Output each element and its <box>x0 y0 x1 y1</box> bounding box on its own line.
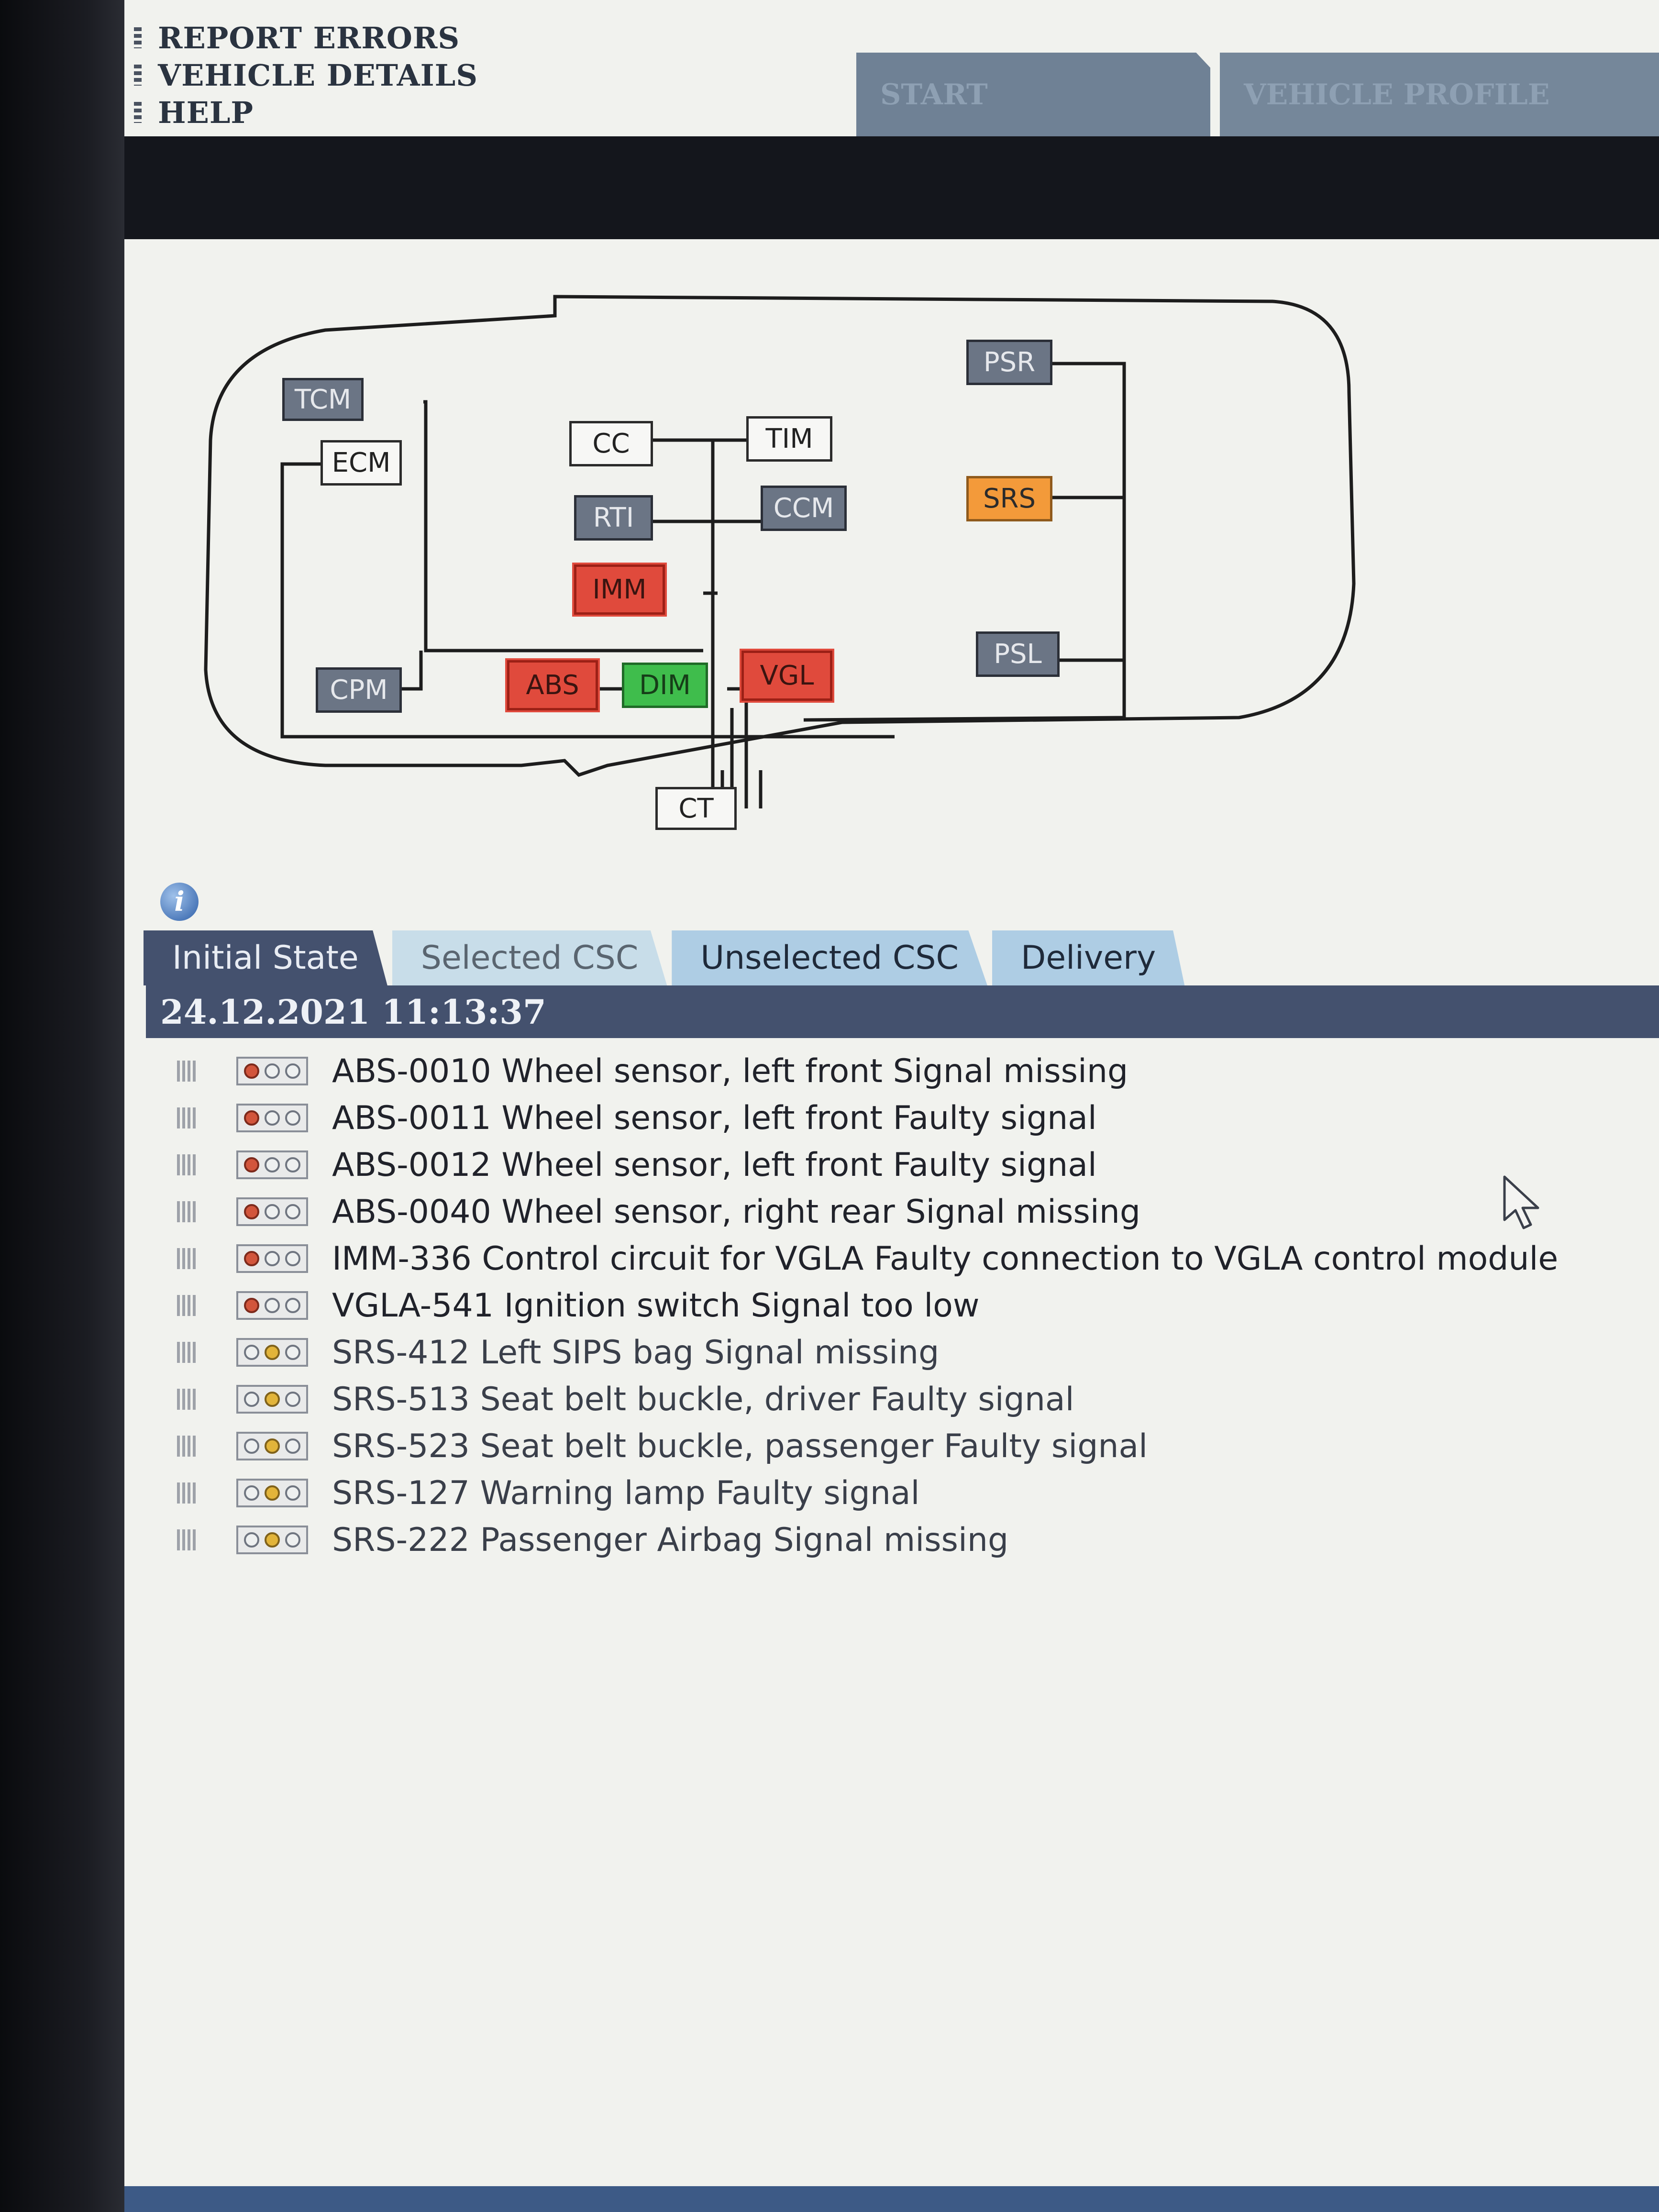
module-vgl[interactable]: VGL <box>740 649 834 703</box>
module-imm[interactable]: IMM <box>572 563 667 617</box>
header-bar <box>124 136 1659 239</box>
drag-handle-icon[interactable] <box>177 1482 198 1504</box>
drag-handle-icon[interactable] <box>177 1295 198 1316</box>
fault-text: SRS-222 Passenger Airbag Signal missing <box>332 1521 1009 1559</box>
fault-text: VGLA-541 Ignition switch Signal too low <box>332 1286 980 1325</box>
fault-row[interactable]: ABS-0011 Wheel sensor, left front Faulty… <box>177 1095 1659 1141</box>
fault-text: ABS-0012 Wheel sensor, left front Faulty… <box>332 1146 1097 1184</box>
menu-item-label: REPORT ERRORS <box>158 20 460 55</box>
fault-list: ABS-0010 Wheel sensor, left front Signal… <box>177 1048 1659 1563</box>
top-menu: REPORT ERRORS VEHICLE DETAILS HELP <box>134 19 478 131</box>
bullet-icon <box>134 102 142 123</box>
status-lamp-icon <box>236 1479 308 1507</box>
monitor-bezel <box>0 0 124 2212</box>
fault-text: SRS-513 Seat belt buckle, driver Faulty … <box>332 1380 1074 1418</box>
left-bus <box>423 400 703 653</box>
ecm-bus <box>280 462 895 739</box>
module-abs[interactable]: ABS <box>505 658 600 712</box>
module-psl[interactable]: PSL <box>976 631 1060 677</box>
status-lamp-icon <box>236 1338 308 1367</box>
tab-start[interactable]: START <box>856 53 1210 136</box>
module-ccm[interactable]: CCM <box>761 486 847 531</box>
module-tcm[interactable]: TCM <box>282 378 364 421</box>
vida-screen: REPORT ERRORS VEHICLE DETAILS HELP START… <box>124 0 1659 2212</box>
mouse-cursor-icon <box>1503 1175 1539 1229</box>
drag-handle-icon[interactable] <box>177 1342 198 1363</box>
module-ecm[interactable]: ECM <box>321 440 402 486</box>
module-cpm[interactable]: CPM <box>316 667 402 713</box>
fault-row[interactable]: SRS-127 Warning lamp Faulty signal <box>177 1470 1659 1516</box>
menu-report-errors[interactable]: REPORT ERRORS <box>134 19 478 56</box>
fault-text: ABS-0040 Wheel sensor, right rear Signal… <box>332 1193 1141 1231</box>
status-lamp-icon <box>236 1057 308 1085</box>
fault-row[interactable]: SRS-513 Seat belt buckle, driver Faulty … <box>177 1376 1659 1423</box>
menu-item-label: VEHICLE DETAILS <box>158 57 478 93</box>
tab-initial-state[interactable]: Initial State <box>144 930 387 985</box>
tab-vehicle-profile[interactable]: VEHICLE PROFILE <box>1220 53 1659 136</box>
fault-row[interactable]: VGLA-541 Ignition switch Signal too low <box>177 1282 1659 1329</box>
status-lamp-icon <box>236 1385 308 1414</box>
drag-handle-icon[interactable] <box>177 1107 198 1128</box>
fault-text: ABS-0010 Wheel sensor, left front Signal… <box>332 1052 1128 1090</box>
drag-handle-icon[interactable] <box>177 1529 198 1550</box>
drag-handle-icon[interactable] <box>177 1389 198 1410</box>
tab-delivery[interactable]: Delivery <box>992 930 1185 985</box>
network-diagram: TCM ECM CC TIM RTI CCM IMM PSR SRS PSL C… <box>124 239 1659 837</box>
status-lamp-icon <box>236 1291 308 1320</box>
drag-handle-icon[interactable] <box>177 1201 198 1222</box>
bottom-strip <box>124 2186 1659 2212</box>
status-lamp-icon <box>236 1104 308 1132</box>
module-cc[interactable]: CC <box>569 421 653 466</box>
menu-help[interactable]: HELP <box>134 94 478 131</box>
drag-handle-icon[interactable] <box>177 1061 198 1082</box>
fault-row[interactable]: SRS-412 Left SIPS bag Signal missing <box>177 1329 1659 1376</box>
info-icon[interactable]: i <box>160 883 199 921</box>
network-wiring <box>204 295 1356 808</box>
drag-handle-icon[interactable] <box>177 1248 198 1269</box>
fault-row[interactable]: SRS-222 Passenger Airbag Signal missing <box>177 1516 1659 1563</box>
fault-text: SRS-523 Seat belt buckle, passenger Faul… <box>332 1427 1148 1465</box>
drag-handle-icon[interactable] <box>177 1154 198 1175</box>
fault-row[interactable]: IMM-336 Control circuit for VGLA Faulty … <box>177 1235 1659 1282</box>
bullet-icon <box>134 27 142 48</box>
fault-row[interactable]: ABS-0012 Wheel sensor, left front Faulty… <box>177 1141 1659 1188</box>
status-lamp-icon <box>236 1150 308 1179</box>
central-bus <box>708 438 715 770</box>
module-tim[interactable]: TIM <box>746 416 832 462</box>
car-outline <box>204 295 1356 777</box>
bullet-icon <box>134 65 142 86</box>
fault-text: SRS-127 Warning lamp Faulty signal <box>332 1474 920 1512</box>
status-lamp-icon <box>236 1197 308 1226</box>
status-lamp-icon <box>236 1526 308 1554</box>
result-tabs: Initial State Selected CSC Unselected CS… <box>144 930 1189 985</box>
status-lamp-icon <box>236 1244 308 1273</box>
menu-item-label: HELP <box>158 95 254 130</box>
fault-row[interactable]: ABS-0040 Wheel sensor, right rear Signal… <box>177 1188 1659 1235</box>
module-dim[interactable]: DIM <box>622 663 708 708</box>
module-rti[interactable]: RTI <box>574 495 653 541</box>
right-bus <box>803 362 1126 722</box>
module-ct[interactable]: CT <box>655 787 737 830</box>
tab-unselected-csc[interactable]: Unselected CSC <box>672 930 987 985</box>
tab-selected-csc[interactable]: Selected CSC <box>392 930 667 985</box>
status-lamp-icon <box>236 1432 308 1460</box>
module-psr[interactable]: PSR <box>966 340 1052 385</box>
menu-vehicle-details[interactable]: VEHICLE DETAILS <box>134 56 478 94</box>
drag-handle-icon[interactable] <box>177 1436 198 1457</box>
fault-text: ABS-0011 Wheel sensor, left front Faulty… <box>332 1099 1097 1137</box>
top-tabs: START VEHICLE PROFILE <box>856 53 1659 136</box>
fault-text: SRS-412 Left SIPS bag Signal missing <box>332 1333 940 1371</box>
fault-row[interactable]: SRS-523 Seat belt buckle, passenger Faul… <box>177 1423 1659 1470</box>
fault-row[interactable]: ABS-0010 Wheel sensor, left front Signal… <box>177 1048 1659 1095</box>
timestamp-bar: 24.12.2021 11:13:37 <box>146 985 1659 1038</box>
module-srs[interactable]: SRS <box>966 476 1052 521</box>
fault-text: IMM-336 Control circuit for VGLA Faulty … <box>332 1239 1559 1278</box>
